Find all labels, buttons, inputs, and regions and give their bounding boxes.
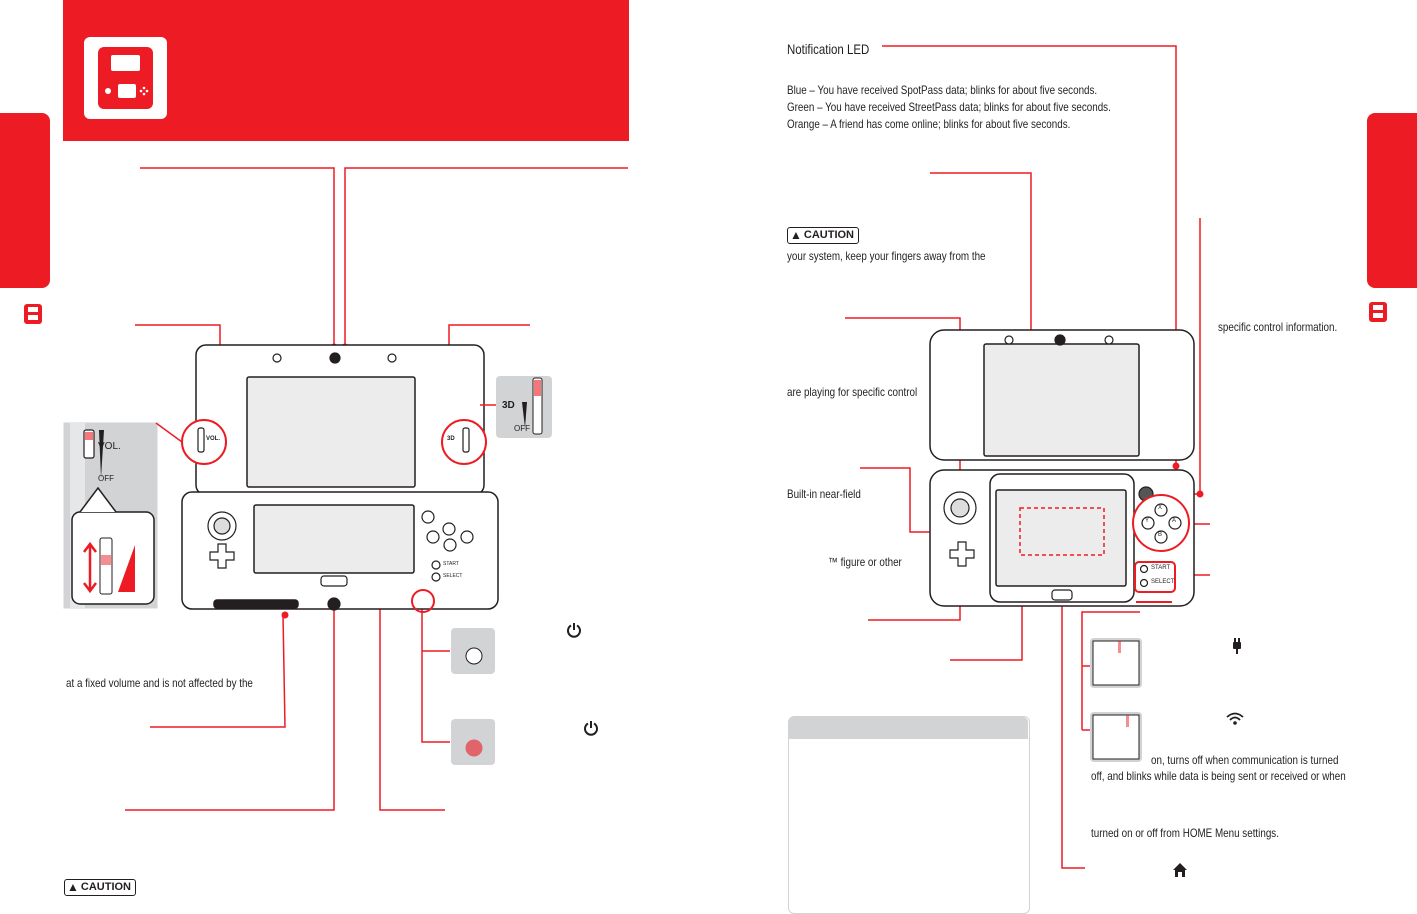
button-x-label: X [1158,505,1163,511]
caution-badge-right: ▲CAUTION [787,227,859,244]
vol-off-label: OFF [98,474,114,483]
specific-control-text: specific control information. [1218,320,1338,334]
volume-fixed-text: at a fixed volume and is not affected by… [66,676,253,690]
playing-control-text: are playing for specific control [787,385,918,399]
charging-plug-icon [1230,637,1244,660]
button-a-label: A [1172,518,1177,524]
button-y-label: Y [1145,518,1150,524]
nfc-text: Built-in near-field [787,487,861,501]
caution-badge-left: ▲CAUTION [64,879,136,896]
vol-label-small: VOL. [206,436,221,442]
stylus-tips-box [788,716,1030,914]
wireless-icon [1226,712,1244,731]
notification-line-green: Green – You have received StreetPass dat… [787,100,1111,114]
home-settings-text: turned on or off from HOME Menu settings… [1091,826,1279,840]
select-label: SELECT [1151,579,1175,585]
3d-off-label: OFF [514,424,530,433]
3ds-system-icon [84,37,167,119]
caution-text: your system, keep your fingers away from… [787,249,986,263]
select-label-small: SELECT [443,573,463,579]
notification-line-orange: Orange – A friend has come online; blink… [787,117,1071,131]
figure-text: ™ figure or other [828,555,902,569]
3d-label: 3D [502,400,515,411]
start-label-small: START [443,561,459,567]
notification-led-title: Notification LED [787,41,870,57]
right-tab-system-icon [1369,302,1387,327]
stylus-tips-header [789,717,1028,739]
power-icon [583,720,599,741]
wireless-line-2: off, and blinks while data is being sent… [1091,769,1346,783]
left-tab-system-icon [24,304,42,329]
home-icon [1172,862,1188,883]
left-side-tab [0,113,50,288]
button-b-label: B [1158,532,1163,538]
right-side-tab [1367,113,1417,288]
3d-label-small: 3D [447,436,455,442]
vol-label: VOL. [98,441,121,452]
wireless-line-1: on, turns off when communication is turn… [1151,753,1339,767]
start-label: START [1151,565,1171,571]
notification-line-blue: Blue – You have received SpotPass data; … [787,83,1098,97]
power-icon [566,622,582,643]
